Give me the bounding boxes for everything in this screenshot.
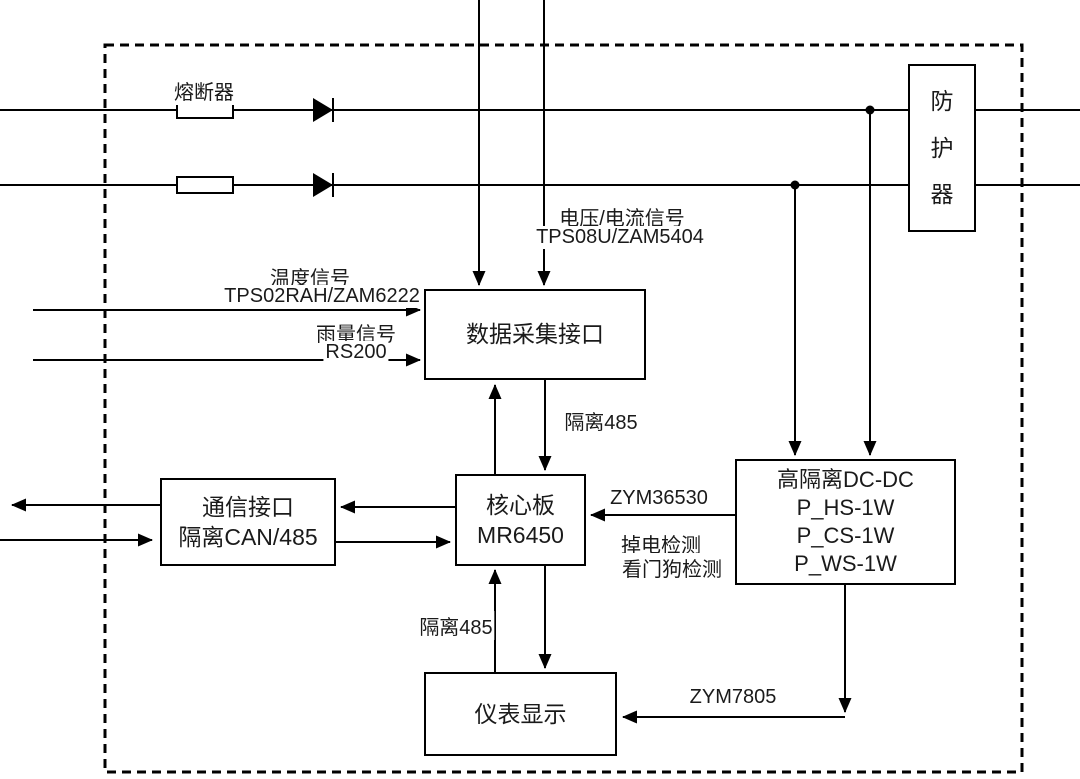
dcdc-module-3: P_WS-1W <box>794 551 897 577</box>
fuse-label: 熔断器 <box>172 76 236 105</box>
core-board-model: MR6450 <box>477 522 564 548</box>
comm-interface-subtitle: 隔离CAN/485 <box>178 524 318 550</box>
iso485-bottom-label: 隔离485 <box>417 611 495 640</box>
daq-interface-label: 数据采集接口 <box>466 321 604 348</box>
dcdc-module-box: 高隔离DC-DC P_HS-1W P_CS-1W P_WS-1W <box>735 459 956 585</box>
surge-protector-char: 器 <box>930 181 954 208</box>
iso485-top-label: 隔离485 <box>562 406 640 435</box>
surge-protector-char: 护 <box>930 134 954 161</box>
dcdc-module-1: P_HS-1W <box>796 494 895 520</box>
rain-model-label: RS200 <box>323 341 389 364</box>
watchdog-detect-label: 看门狗检测 <box>620 553 724 582</box>
voltage-model-label: TPS08U/ZAM5404 <box>534 226 706 249</box>
junction-dot <box>790 180 800 190</box>
surge-protector-box: 防 护 器 <box>908 64 976 232</box>
diode-icon <box>313 98 334 122</box>
core-board-title: 核心板 <box>486 491 555 518</box>
daq-interface-box: 数据采集接口 <box>424 289 646 380</box>
comm-interface-box: 通信接口 隔离CAN/485 <box>160 478 336 566</box>
diode-icon <box>313 173 334 197</box>
voltage-signal-label: 电压/电流信号 <box>557 202 687 231</box>
surge-protector-char: 防 <box>930 88 954 115</box>
junction-dot <box>865 105 875 115</box>
dcdc-module-2: P_CS-1W <box>796 523 895 548</box>
meter-display-box: 仪表显示 <box>424 672 617 756</box>
core-board-box: 核心板 MR6450 <box>455 474 586 566</box>
meter-display-label: 仪表显示 <box>474 700 567 727</box>
comm-interface-title: 通信接口 <box>202 493 294 520</box>
display-power-model-label: ZYM7805 <box>687 686 779 709</box>
fuse-icon <box>176 176 234 194</box>
temp-model-label: TPS02RAH/ZAM6222 <box>222 285 422 308</box>
dcdc-core-model-label: ZYM36530 <box>608 487 710 510</box>
dcdc-title: 高隔离DC-DC <box>777 466 914 492</box>
system-boundary-dashed-border <box>103 43 1024 774</box>
